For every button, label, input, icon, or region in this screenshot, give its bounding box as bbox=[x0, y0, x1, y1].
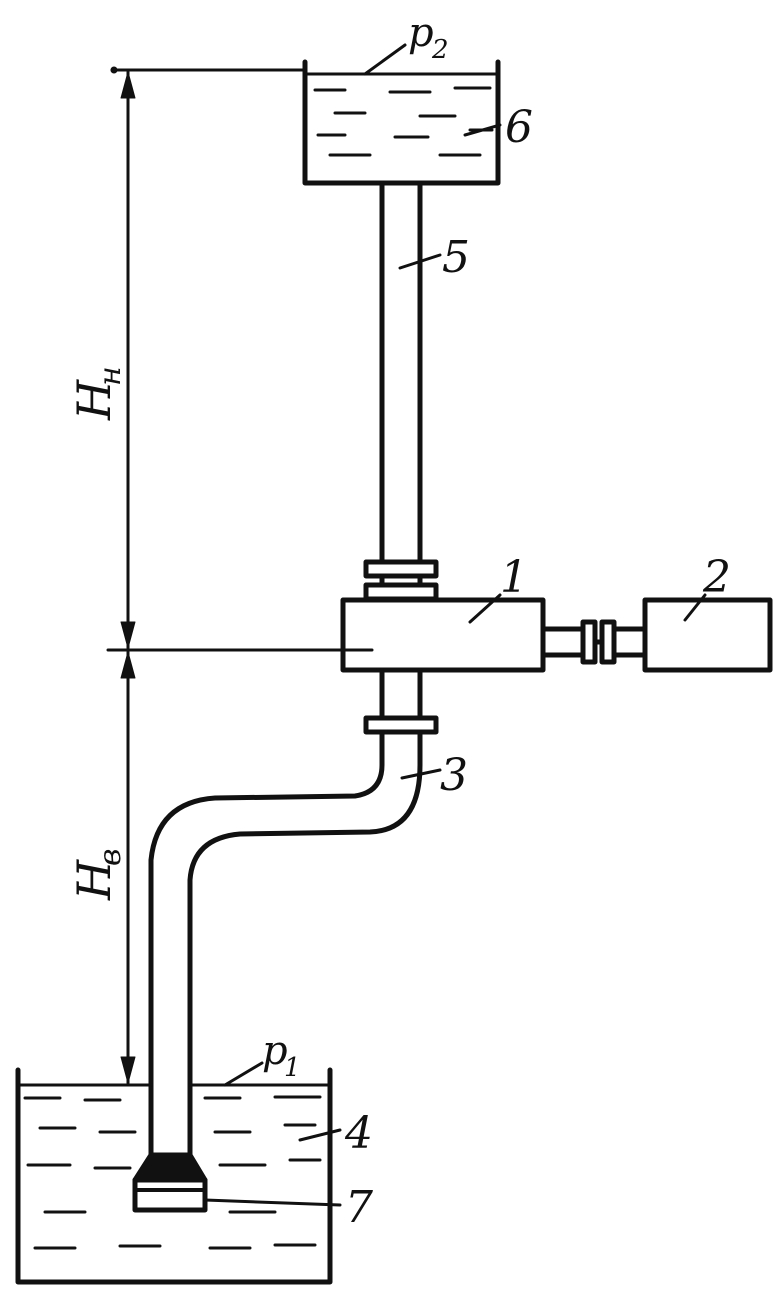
discharge-pipe bbox=[363, 180, 439, 603]
suction-flange bbox=[363, 667, 439, 735]
label-1: 1 bbox=[500, 552, 528, 603]
label-p1-sub: 1 bbox=[284, 1053, 301, 1083]
upper-tank bbox=[302, 59, 501, 186]
foot-valve bbox=[132, 1152, 208, 1213]
dimension-lines bbox=[106, 68, 374, 1085]
label-hn-sub: н bbox=[93, 366, 128, 386]
motor bbox=[642, 597, 773, 673]
label-hv-sub: в bbox=[93, 849, 128, 866]
labels: p 2 6 5 1 2 3 p 1 4 7 H н H в bbox=[67, 10, 731, 1233]
dimension-arrows bbox=[120, 71, 136, 1084]
label-hv: H bbox=[67, 859, 121, 901]
label-4: 4 bbox=[344, 1108, 373, 1159]
suction-pipe bbox=[148, 729, 423, 1183]
label-5: 5 bbox=[442, 232, 470, 283]
label-p2: p bbox=[408, 10, 434, 56]
label-6: 6 bbox=[505, 102, 533, 153]
label-2: 2 bbox=[702, 552, 731, 603]
reference-dot bbox=[110, 66, 118, 74]
pump-body bbox=[340, 597, 546, 673]
label-p2-sub: 2 bbox=[431, 35, 449, 65]
label-p1: p bbox=[262, 1028, 288, 1074]
lower-reservoir bbox=[15, 1067, 333, 1285]
label-3: 3 bbox=[440, 750, 468, 801]
label-hn: H bbox=[67, 379, 121, 421]
label-7: 7 bbox=[345, 1182, 373, 1233]
coupling bbox=[540, 619, 648, 665]
leader-lines bbox=[203, 43, 707, 1207]
